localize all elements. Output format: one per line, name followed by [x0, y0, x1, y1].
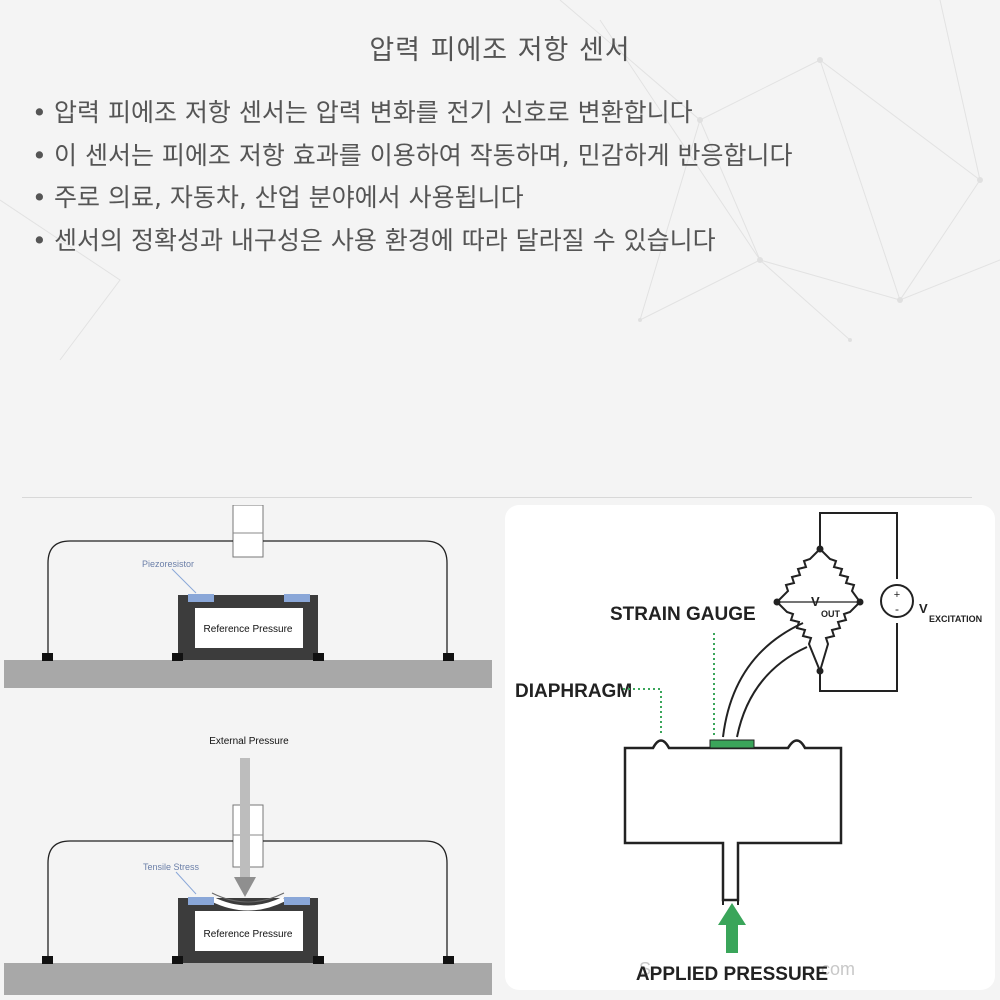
piezoresistor-label: Piezoresistor: [142, 559, 194, 569]
bullet-item: •압력 피에조 저항 센서는 압력 변화를 전기 신호로 변환합니다: [32, 92, 793, 135]
slide-title: 압력 피에조 저항 센서: [369, 35, 631, 66]
bullet-item: •센서의 정확성과 내구성은 사용 환경에 따라 달라질 수 있습니다: [32, 220, 793, 263]
piezoresistive-cross-section-diagram: Piezoresistor Reference Pressure Externa…: [0, 505, 500, 1000]
bullet-item: •이 센서는 피에조 저항 효과를 이용하여 작동하며, 민감하게 반응합니다: [32, 135, 793, 178]
reference-pressure-label: Reference Pressure: [204, 929, 293, 940]
section-divider: [22, 497, 972, 498]
strain-gauge-bridge-diagram: V OUT + - V EXCITATION STRAIN GAUGE DIAP…: [505, 505, 995, 990]
external-pressure-label: External Pressure: [209, 736, 289, 747]
bullet-marker: •: [32, 98, 47, 127]
applied-pressure-arrow-icon: [718, 903, 746, 953]
applied-pressure-label: APPLIED PRESSURE: [636, 964, 828, 985]
strain-gauge-element: [709, 739, 755, 749]
vexcitation-label: V: [919, 601, 928, 616]
strain-gauge-label: STRAIN GAUGE: [610, 604, 756, 625]
bullet-list: •압력 피에조 저항 센서는 압력 변화를 전기 신호로 변환합니다 •이 센서…: [32, 92, 793, 262]
excitation-source-icon: + -: [880, 584, 914, 618]
bullet-marker: •: [32, 140, 47, 170]
bullet-marker: •: [32, 225, 47, 255]
bullet-item: •주로 의료, 자동차, 산업 분야에서 사용됩니다: [32, 177, 793, 220]
sensor-stressed: External Pressure Tensile Stress Referen…: [4, 736, 492, 995]
sensor-unstressed: Piezoresistor Reference Pressure: [4, 505, 492, 688]
tensile-stress-label: Tensile Stress: [143, 862, 200, 872]
svg-text:-: -: [895, 602, 899, 616]
vexcitation-subscript: EXCITATION: [929, 614, 982, 624]
bullet-marker: •: [32, 183, 47, 212]
vout-subscript: OUT: [821, 609, 841, 619]
reference-pressure-label: Reference Pressure: [204, 624, 293, 635]
diaphragm-label: DIAPHRAGM: [515, 681, 632, 702]
background-network-pattern: [0, 0, 1000, 361]
svg-text:+: +: [894, 589, 900, 601]
vout-label: V: [811, 594, 820, 609]
watermark-right: com: [821, 959, 855, 979]
watermark-left: S: [639, 959, 651, 979]
